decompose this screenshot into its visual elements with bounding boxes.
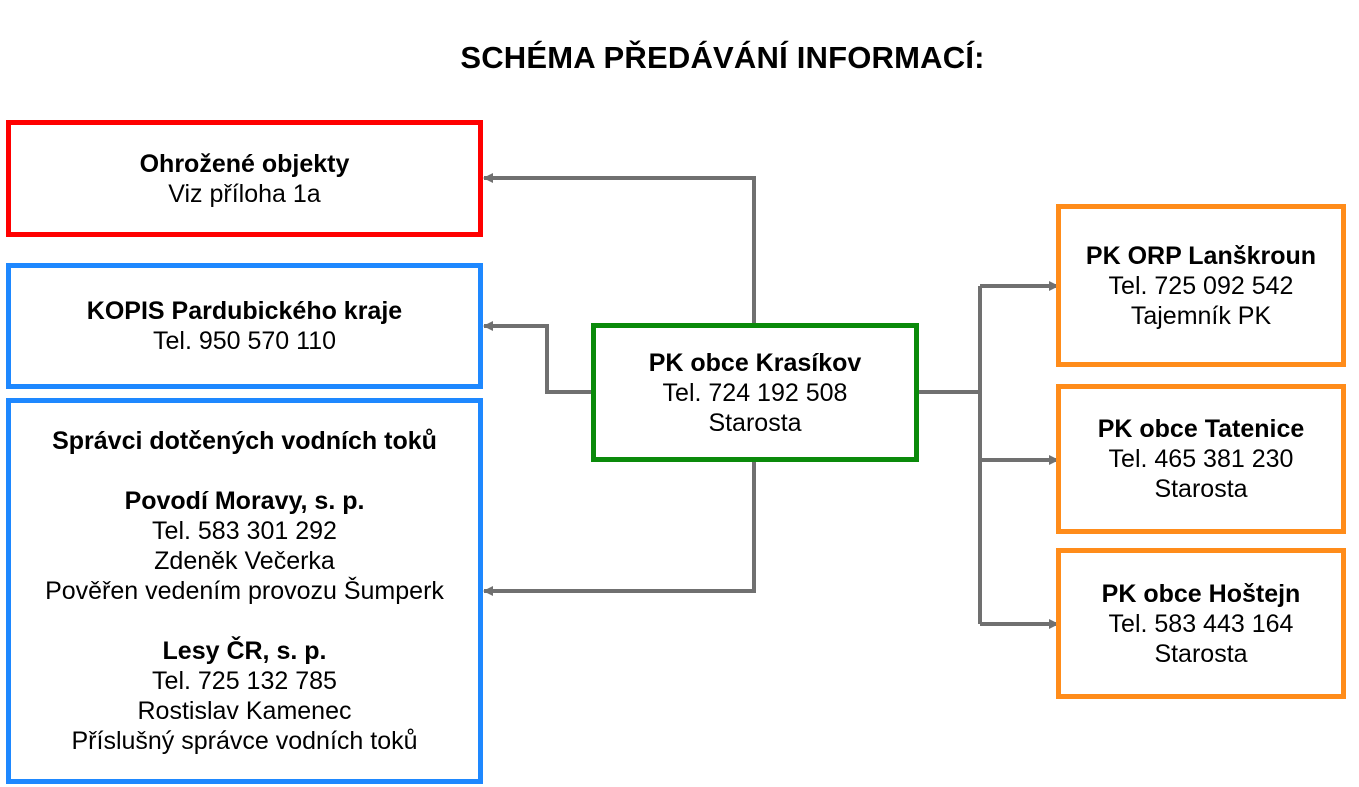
org1-phone: Tel. 583 301 292 (152, 517, 337, 545)
node-heading: Správci dotčených vodních toků (52, 427, 437, 455)
diagram-title: SCHÉMA PŘEDÁVÁNÍ INFORMACÍ: (460, 40, 985, 75)
node-title: PK obce Hoštejn (1101, 579, 1301, 608)
node-phone: Tel. 724 192 508 (662, 378, 848, 407)
node-role: Tajemník PK (1130, 301, 1272, 330)
node-title: KOPIS Pardubického kraje (86, 297, 403, 325)
node-pk-hostejn: PK obce Hoštejn Tel. 583 443 164 Starost… (1056, 548, 1346, 699)
node-kopis: KOPIS Pardubického kraje Tel. 950 570 11… (6, 263, 483, 389)
arrow-to-ohrozene (483, 173, 756, 325)
node-role: Starosta (708, 408, 802, 437)
node-spravci-vodnich-toku: Správci dotčených vodních toků Povodí Mo… (6, 398, 483, 784)
org2-role: Příslušný správce vodních toků (71, 727, 418, 755)
org1-role: Pověřen vedením provozu Šumperk (45, 577, 444, 605)
node-pk-krasikov: PK obce Krasíkov Tel. 724 192 508 Staros… (591, 323, 919, 462)
node-text: Viz příloha 1a (168, 179, 321, 208)
node-role: Starosta (1154, 639, 1248, 668)
node-phone: Tel. 465 381 230 (1108, 445, 1294, 473)
node-pk-tatenice: PK obce Tatenice Tel. 465 381 230 Staros… (1056, 384, 1346, 534)
org1-person: Zdeněk Večerka (154, 547, 335, 575)
node-title: PK ORP Lanškroun (1085, 241, 1317, 270)
org2-name: Lesy ČR, s. p. (162, 637, 327, 665)
org2-person: Rostislav Kamenec (137, 697, 352, 725)
node-phone: Tel. 950 570 110 (152, 327, 337, 355)
node-title: PK obce Tatenice (1097, 415, 1305, 443)
node-title: PK obce Krasíkov (648, 348, 862, 377)
arrow-to-spravci (483, 460, 756, 596)
node-pk-lanskroun: PK ORP Lanškroun Tel. 725 092 542 Tajemn… (1056, 204, 1346, 367)
org1-name: Povodí Moravy, s. p. (124, 487, 365, 515)
node-title: Ohrožené objekty (139, 149, 350, 178)
node-phone: Tel. 583 443 164 (1108, 609, 1294, 638)
node-phone: Tel. 725 092 542 (1108, 271, 1294, 300)
node-ohrozene-objekty: Ohrožené objekty Viz příloha 1a (6, 120, 483, 237)
node-role: Starosta (1154, 475, 1248, 503)
org2-phone: Tel. 725 132 785 (152, 667, 337, 695)
arrow-to-kopis (483, 321, 594, 394)
